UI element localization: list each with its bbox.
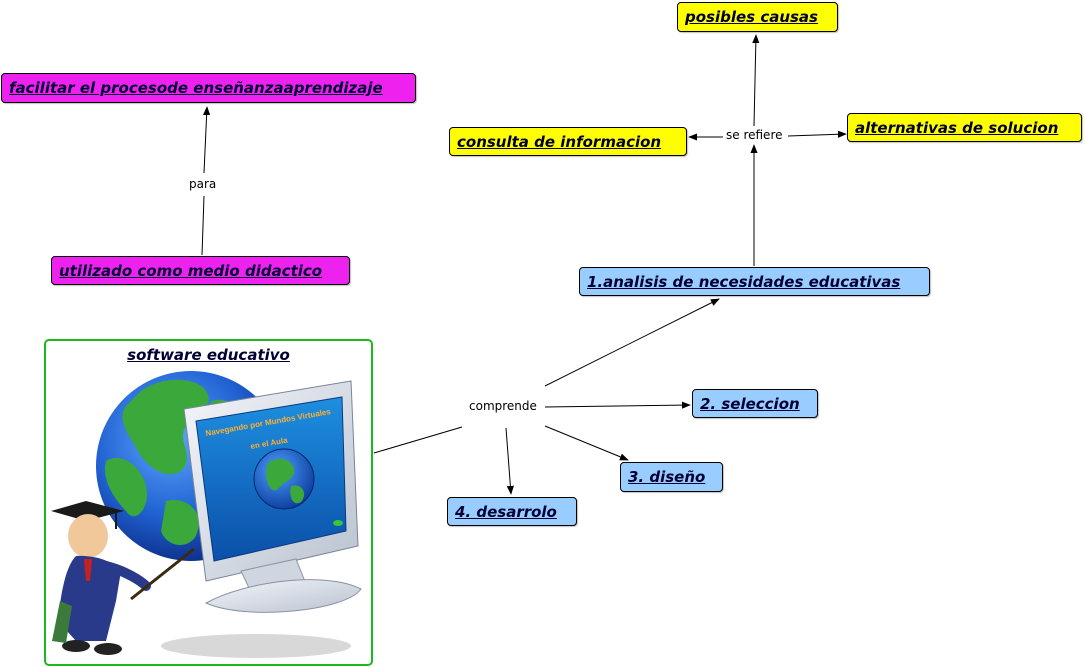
node-analisis[interactable]: 1.analisis de necesidades educativas bbox=[579, 267, 930, 296]
link-comprende-diseno bbox=[544, 425, 629, 461]
node-desarrolo[interactable]: 4. desarrolo bbox=[447, 497, 577, 526]
node-diseno[interactable]: 3. diseño bbox=[620, 462, 723, 492]
node-alternativas[interactable]: alternativas de solucion bbox=[847, 113, 1082, 142]
node-utilizado[interactable]: utilizado como medio didactico bbox=[51, 256, 350, 285]
node-consulta[interactable]: consulta de informacion bbox=[449, 127, 687, 156]
link-para-facilitar bbox=[203, 106, 211, 174]
software-illustration: Navegando por Mundos Virtuales en el Aul… bbox=[51, 371, 362, 658]
link-serefiere-alternativas bbox=[787, 130, 847, 138]
node-seleccion[interactable]: 2. seleccion bbox=[692, 389, 818, 418]
node-software-educativo[interactable]: software educativo bbox=[44, 339, 373, 666]
link-label-comprende[interactable]: comprende bbox=[466, 399, 540, 413]
mortarboard-icon bbox=[51, 501, 124, 521]
link-comprende-desarrolo bbox=[505, 427, 514, 495]
link-label-se-refiere[interactable]: se refiere bbox=[723, 128, 786, 142]
link-serefiere-causas bbox=[752, 34, 760, 127]
pointer-stick bbox=[130, 547, 195, 601]
link-label-para[interactable]: para bbox=[186, 177, 220, 191]
node-facilitar[interactable]: facilitar el procesode enseñanzaaprendiz… bbox=[1, 73, 416, 103]
node-posibles-causas[interactable]: posibles causas bbox=[677, 2, 838, 32]
software-title: software educativo bbox=[127, 346, 290, 364]
link-comprende-seleccion bbox=[544, 401, 691, 409]
link-software-comprende bbox=[373, 426, 463, 454]
link-utilizado-para bbox=[201, 195, 205, 256]
link-comprende-analisis bbox=[544, 298, 720, 387]
